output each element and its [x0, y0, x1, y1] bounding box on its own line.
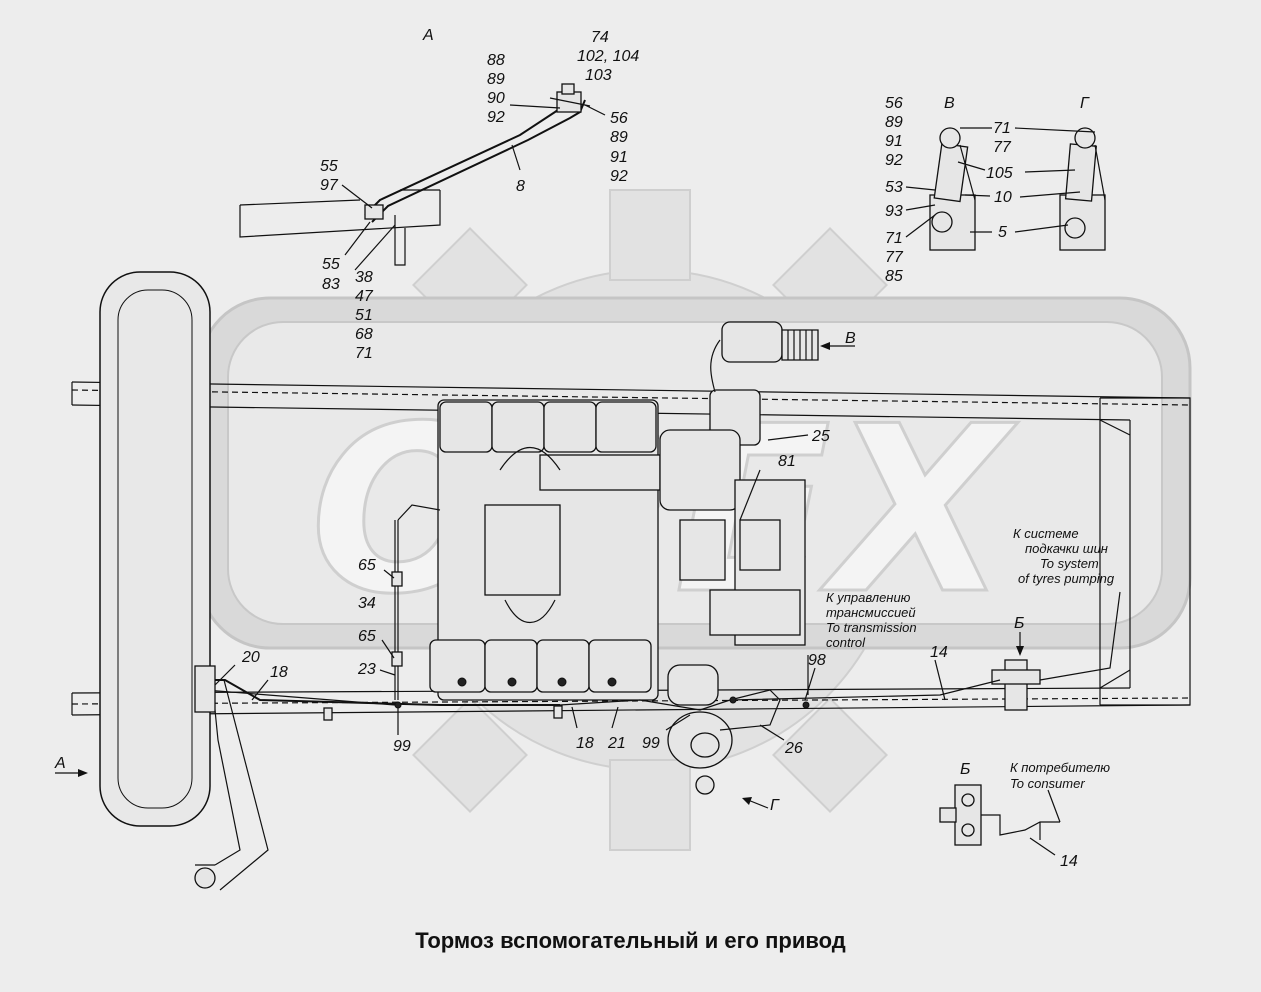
- view-g-arrow-label: Г: [770, 797, 780, 814]
- label: 103: [585, 67, 612, 84]
- note-tyres: К системе: [1013, 526, 1079, 541]
- label: 18: [270, 664, 288, 681]
- label: 99: [642, 735, 660, 752]
- label: 23: [357, 661, 376, 678]
- label: 20: [241, 649, 260, 666]
- front-bracket: [194, 665, 216, 713]
- fittings: [323, 571, 810, 721]
- view-b-labels: Б К потребителю To consumer 14: [960, 760, 1110, 870]
- label: 83: [322, 276, 340, 293]
- label: 65: [358, 557, 376, 574]
- label: 93: [885, 203, 903, 220]
- label: 18: [576, 735, 594, 752]
- page-title: Тормоз вспомогательный и его привод: [415, 928, 846, 953]
- label: 77: [993, 139, 1012, 156]
- label: 105: [986, 165, 1013, 182]
- label: 38: [355, 269, 373, 286]
- view-g-title: Г: [1080, 95, 1090, 112]
- label: 53: [885, 179, 903, 196]
- view-v-arrow-label: В: [845, 330, 856, 347]
- label: 71: [355, 345, 373, 362]
- label: 91: [610, 149, 628, 166]
- label: 89: [885, 114, 903, 131]
- note-tyres: of tyres pumping: [1018, 571, 1115, 586]
- pipelines: [194, 504, 1121, 891]
- label: 14: [930, 644, 948, 661]
- label: 14: [1060, 853, 1078, 870]
- note-transmission: To transmission: [826, 620, 917, 635]
- note-consumer: К потребителю: [1010, 760, 1110, 775]
- note-transmission: control: [826, 635, 866, 650]
- watermark-text: OPEX: [310, 378, 1018, 645]
- label: 47: [355, 288, 374, 305]
- note-transmission: К управлению: [826, 590, 911, 605]
- label: 89: [610, 129, 628, 146]
- view-a-labels: А 74 102, 104 103 88 89 90 92 56 89 91 9…: [320, 27, 639, 362]
- label: 92: [610, 168, 628, 185]
- label: 56: [610, 110, 628, 127]
- valve-b-main: [991, 659, 1041, 711]
- note-tyres: To system: [1040, 556, 1099, 571]
- label: 51: [355, 307, 373, 324]
- label: 25: [811, 428, 830, 445]
- view-vg-labels: В Г 56 89 91 92 53 93 71 77 85 71 77 105…: [885, 95, 1090, 285]
- label: 56: [885, 95, 903, 112]
- label: 55: [322, 256, 340, 273]
- leader-lines: [214, 104, 1096, 741]
- front-wheel: [99, 271, 211, 827]
- label: 71: [993, 120, 1011, 137]
- label: 81: [778, 453, 796, 470]
- label: 92: [487, 109, 505, 126]
- chassis-drawing: [71, 271, 1191, 891]
- label: 89: [487, 71, 505, 88]
- label: 65: [358, 628, 376, 645]
- label: 68: [355, 326, 373, 343]
- label: 90: [487, 90, 505, 107]
- label: 99: [393, 738, 411, 755]
- view-a-title: А: [422, 27, 434, 44]
- engine-block: [429, 399, 661, 701]
- label: 92: [885, 152, 903, 169]
- label: 85: [885, 268, 903, 285]
- view-a-detail: [239, 83, 591, 266]
- direction-arrows: [55, 342, 1024, 809]
- view-v-title: В: [944, 95, 955, 112]
- label: 97: [320, 177, 339, 194]
- label: 88: [487, 52, 505, 69]
- turbo-assembly: [659, 321, 819, 795]
- label: 34: [358, 595, 376, 612]
- label: 5: [998, 224, 1007, 241]
- label: 8: [516, 178, 525, 195]
- label: 102, 104: [577, 48, 639, 65]
- view-b-arrow-label: Б: [1014, 615, 1024, 632]
- label: 77: [885, 249, 904, 266]
- view-v-detail: [929, 127, 976, 251]
- view-a-arrow-label: А: [54, 755, 66, 772]
- label: 71: [885, 230, 903, 247]
- label: 21: [607, 735, 626, 752]
- label: 91: [885, 133, 903, 150]
- view-b-title: Б: [960, 761, 970, 778]
- note-consumer: To consumer: [1010, 776, 1085, 791]
- label: 10: [994, 189, 1012, 206]
- note-tyres: подкачки шин: [1025, 541, 1108, 556]
- label: 55: [320, 158, 338, 175]
- label: 74: [591, 29, 609, 46]
- label: 26: [784, 740, 803, 757]
- view-g-detail: [1059, 127, 1106, 251]
- main-labels: В 25 81 65 34 65 23 20 18 99 18 21 99 26…: [54, 330, 1115, 814]
- label: 98: [808, 652, 826, 669]
- view-b-detail: [939, 784, 1061, 856]
- note-transmission: трансмиссией: [826, 605, 916, 620]
